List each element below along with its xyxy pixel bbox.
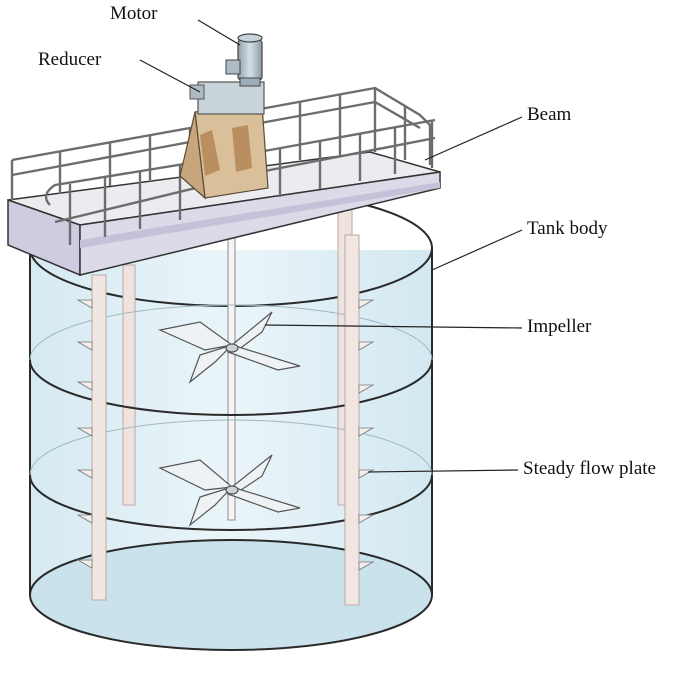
reducer-label: Reducer [38, 49, 102, 70]
steady-flow-plate-right [344, 234, 375, 606]
leader-impeller [264, 324, 523, 329]
leader-plate [367, 469, 519, 473]
impeller-label: Impeller [527, 316, 592, 337]
reducer [179, 81, 269, 200]
tank-body-label: Tank body [527, 218, 608, 239]
leader-motor [197, 19, 241, 46]
steady-flow-plate-label: Steady flow plate [523, 458, 656, 479]
lower-impeller [158, 454, 301, 527]
motor-label: Motor [110, 3, 158, 24]
leader-lines [139, 19, 523, 473]
railing [10, 86, 436, 245]
tank-rings [29, 304, 433, 531]
leader-reducer [139, 59, 201, 93]
beam-label: Beam [527, 104, 572, 125]
tank-bottom [29, 539, 433, 651]
steady-flow-plate-left [76, 274, 107, 601]
leader-beam [424, 116, 523, 161]
motor [225, 33, 263, 87]
upper-impeller [158, 311, 301, 384]
leader-tank [431, 229, 523, 271]
